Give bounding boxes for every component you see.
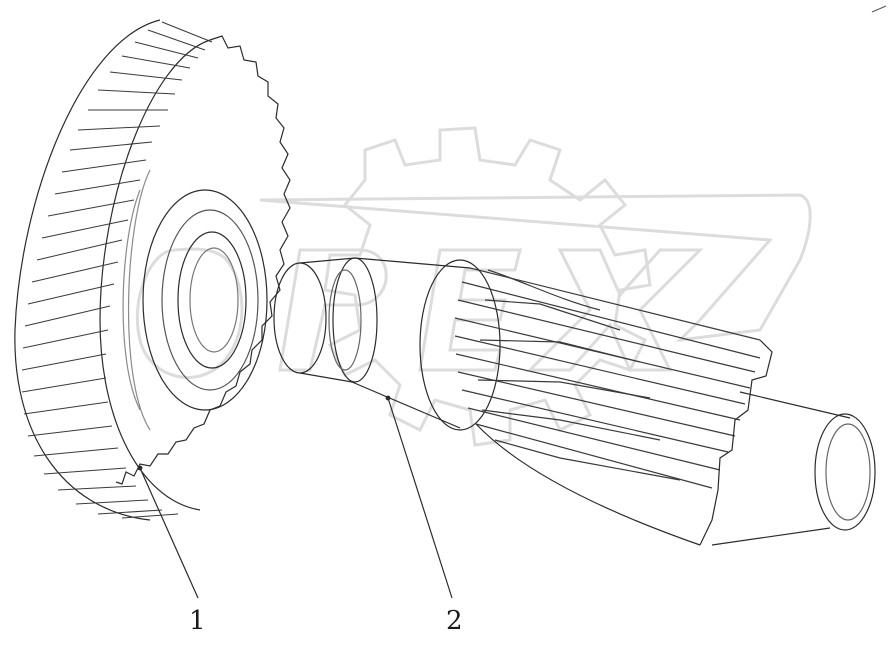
gear-teeth <box>21 21 213 519</box>
gear-hub-mid <box>161 209 259 391</box>
watermark-letter-E <box>418 248 522 372</box>
gear-bore <box>177 231 247 369</box>
leader-line-2 <box>387 397 453 599</box>
watermark-frame <box>259 193 812 343</box>
gear-inner-rim <box>99 39 211 511</box>
leader-lines <box>137 395 453 599</box>
spline-teeth <box>454 267 761 489</box>
shaft-part <box>273 257 876 546</box>
callout-label-2: 2 <box>446 606 463 636</box>
gear-part <box>14 19 291 521</box>
shaft-collar-inner <box>328 269 362 371</box>
callout-label-1: 1 <box>189 606 206 636</box>
shaft-right-end <box>814 413 876 531</box>
spline-bottom-edge <box>475 423 701 546</box>
gear-tooth-profile <box>115 35 291 485</box>
gear-bore-inner <box>189 247 239 353</box>
gear-hub-outer <box>142 189 268 411</box>
leader-dot-1 <box>137 465 143 471</box>
shaft-right-body <box>711 391 851 546</box>
watermark <box>135 126 812 447</box>
shaft-left-end <box>273 262 327 374</box>
leader-line-1 <box>139 467 199 599</box>
shaft-collar <box>332 257 378 383</box>
gear-hub-shading <box>122 169 151 431</box>
spline-right-edge <box>699 339 773 546</box>
shaft-right-end-inner <box>825 423 871 521</box>
watermark-letter-X <box>526 248 704 372</box>
shaft-left-body <box>299 257 356 383</box>
corner-mark <box>871 5 887 13</box>
watermark-letter-O <box>135 247 244 379</box>
spline-left-end <box>419 259 501 431</box>
leader-dot-2 <box>385 395 391 401</box>
gear-outer-rim <box>14 19 161 521</box>
